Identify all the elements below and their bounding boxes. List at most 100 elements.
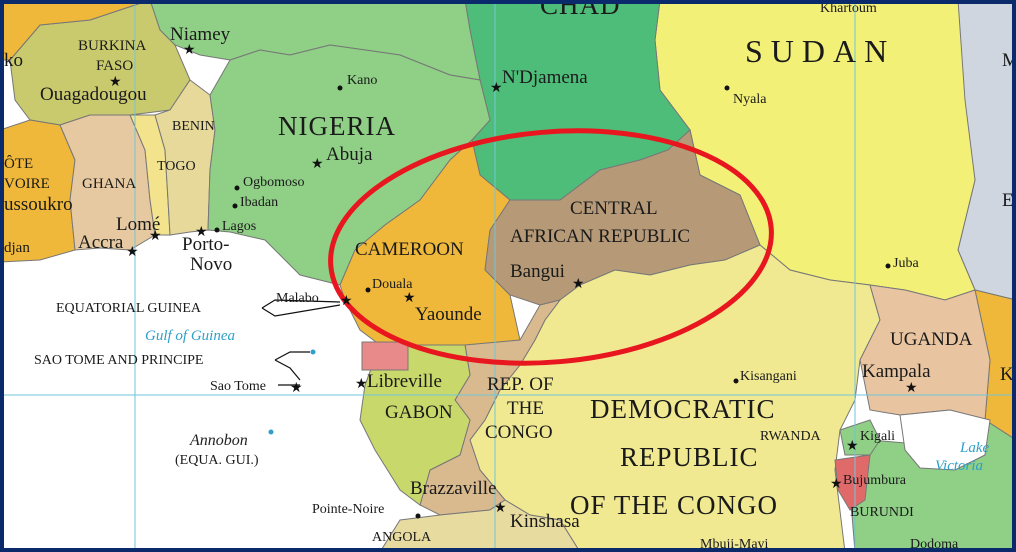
label-sao-tome: Sao Tome xyxy=(210,379,266,394)
label-car-2: AFRICAN REPUBLIC xyxy=(510,226,690,247)
capital-star-icon: ★ xyxy=(846,439,859,454)
label-kampala: Kampala xyxy=(862,361,931,382)
region-west xyxy=(0,0,151,61)
label-abuja: Abuja xyxy=(326,144,373,165)
region-eq-guinea xyxy=(361,341,409,371)
city-dot xyxy=(234,185,240,191)
region-burundi xyxy=(834,454,871,511)
label-malabo: Malabo xyxy=(276,291,319,306)
city-dot xyxy=(232,203,238,209)
leader-line xyxy=(274,359,301,381)
label-porto-1: Porto- xyxy=(182,234,230,255)
label-togo: TOGO xyxy=(157,159,196,174)
label-drc-1: DEMOCRATIC xyxy=(590,394,776,424)
label-accra: Accra xyxy=(78,232,124,253)
city-dot xyxy=(724,85,730,91)
label-brazzaville: Brazzaville xyxy=(410,478,497,499)
capital-star-icon: ★ xyxy=(830,477,843,492)
label-lake-1: Lake xyxy=(959,440,990,456)
label-equatorial-guinea: EQUATORIAL GUINEA xyxy=(56,301,202,316)
capital-star-icon: ★ xyxy=(572,277,585,292)
label-rwanda: RWANDA xyxy=(760,429,822,444)
city-dot xyxy=(214,227,220,233)
label-rep-congo-1: REP. OF xyxy=(487,374,554,395)
label-ibadan: Ibadan xyxy=(240,195,278,210)
leader-line xyxy=(274,351,310,361)
label-angola: ANGOLA xyxy=(372,530,432,545)
capital-star-icon: ★ xyxy=(195,225,208,240)
capital-star-icon: ★ xyxy=(340,294,353,309)
label-chad: CHAD xyxy=(540,0,621,20)
label-lagos: Lagos xyxy=(222,219,256,234)
capital-star-icon: ★ xyxy=(149,229,162,244)
city-dot xyxy=(885,263,891,269)
label-bujumbura: Bujumbura xyxy=(843,473,907,488)
capital-star-icon: ★ xyxy=(905,381,918,396)
label-juba: Juba xyxy=(893,256,919,271)
region-rwanda xyxy=(839,419,881,456)
region-ghana xyxy=(59,114,156,251)
label-ogbomoso: Ogbomoso xyxy=(243,175,304,190)
label-sao-tome-principe: SAO TOME AND PRINCIPE xyxy=(34,353,203,368)
label-e-partial: E xyxy=(1002,190,1014,211)
city-dot xyxy=(365,287,371,293)
label-rep-congo-3: CONGO xyxy=(485,422,553,443)
capital-star-icon: ★ xyxy=(183,43,196,58)
label-annobon: Annobon xyxy=(189,432,248,449)
capital-star-icon: ★ xyxy=(490,81,503,96)
label-khartoum: Khartoum xyxy=(820,1,877,16)
island-dot xyxy=(268,429,274,435)
label-kano: Kano xyxy=(347,73,377,88)
label-burundi: BURUNDI xyxy=(850,505,914,520)
city-dot xyxy=(337,85,343,91)
label-cote-2: VOIRE xyxy=(4,176,50,192)
region-angola xyxy=(379,499,581,552)
label-gabon: GABON xyxy=(385,402,453,423)
label-cameroon: CAMEROON xyxy=(355,239,464,260)
capital-star-icon: ★ xyxy=(311,157,324,172)
label-ghana: GHANA xyxy=(82,176,136,192)
label-abidjan: djan xyxy=(4,240,30,256)
label-burkina-1: BURKINA xyxy=(78,38,147,54)
capital-star-icon: ★ xyxy=(403,291,416,306)
capital-star-icon: ★ xyxy=(355,377,368,392)
label-libreville: Libreville xyxy=(367,371,442,392)
label-ouagadougou: Ouagadougou xyxy=(40,84,147,105)
label-kigali: Kigali xyxy=(860,429,895,444)
label-douala: Douala xyxy=(372,277,413,292)
label-benin: BENIN xyxy=(172,119,215,134)
leader-line xyxy=(261,299,341,309)
label-car-1: CENTRAL xyxy=(570,198,658,219)
label-lome: Lomé xyxy=(116,214,160,235)
label-bangui: Bangui xyxy=(510,261,565,282)
capital-star-icon: ★ xyxy=(494,501,507,516)
label-drc-2: REPUBLIC xyxy=(620,442,759,472)
label-kinshasa: Kinshasa xyxy=(510,511,580,532)
label-uganda: UGANDA xyxy=(890,329,973,350)
label-nyala: Nyala xyxy=(733,92,767,107)
label-yamoussoukro: ussoukro xyxy=(4,194,73,215)
label-gulf-of-guinea: Gulf of Guinea xyxy=(145,328,235,344)
region-gabon xyxy=(359,344,471,506)
label-niamey: Niamey xyxy=(170,24,231,45)
capital-star-icon: ★ xyxy=(109,75,122,90)
label-kisangani: Kisangani xyxy=(740,369,797,384)
label-rep-congo-2: THE xyxy=(507,398,544,419)
label-k-partial: K xyxy=(1000,364,1014,385)
label-annobon-sub: (EQUA. GUI.) xyxy=(175,453,259,468)
city-dot xyxy=(733,378,739,384)
island-dot xyxy=(310,349,316,355)
highlight-ellipse xyxy=(328,128,774,366)
label-burkina-2: FASO xyxy=(96,58,133,74)
label-ndjamena: N'Djamena xyxy=(502,67,588,88)
city-dot xyxy=(415,513,421,519)
label-pointe-noire: Pointe-Noire xyxy=(312,502,384,517)
label-cote-1: ÔTE xyxy=(4,155,33,172)
label-yaounde: Yaounde xyxy=(415,304,482,325)
lake-victoria xyxy=(899,409,991,471)
capital-star-icon: ★ xyxy=(290,381,303,396)
label-porto-2: Novo xyxy=(190,254,232,275)
